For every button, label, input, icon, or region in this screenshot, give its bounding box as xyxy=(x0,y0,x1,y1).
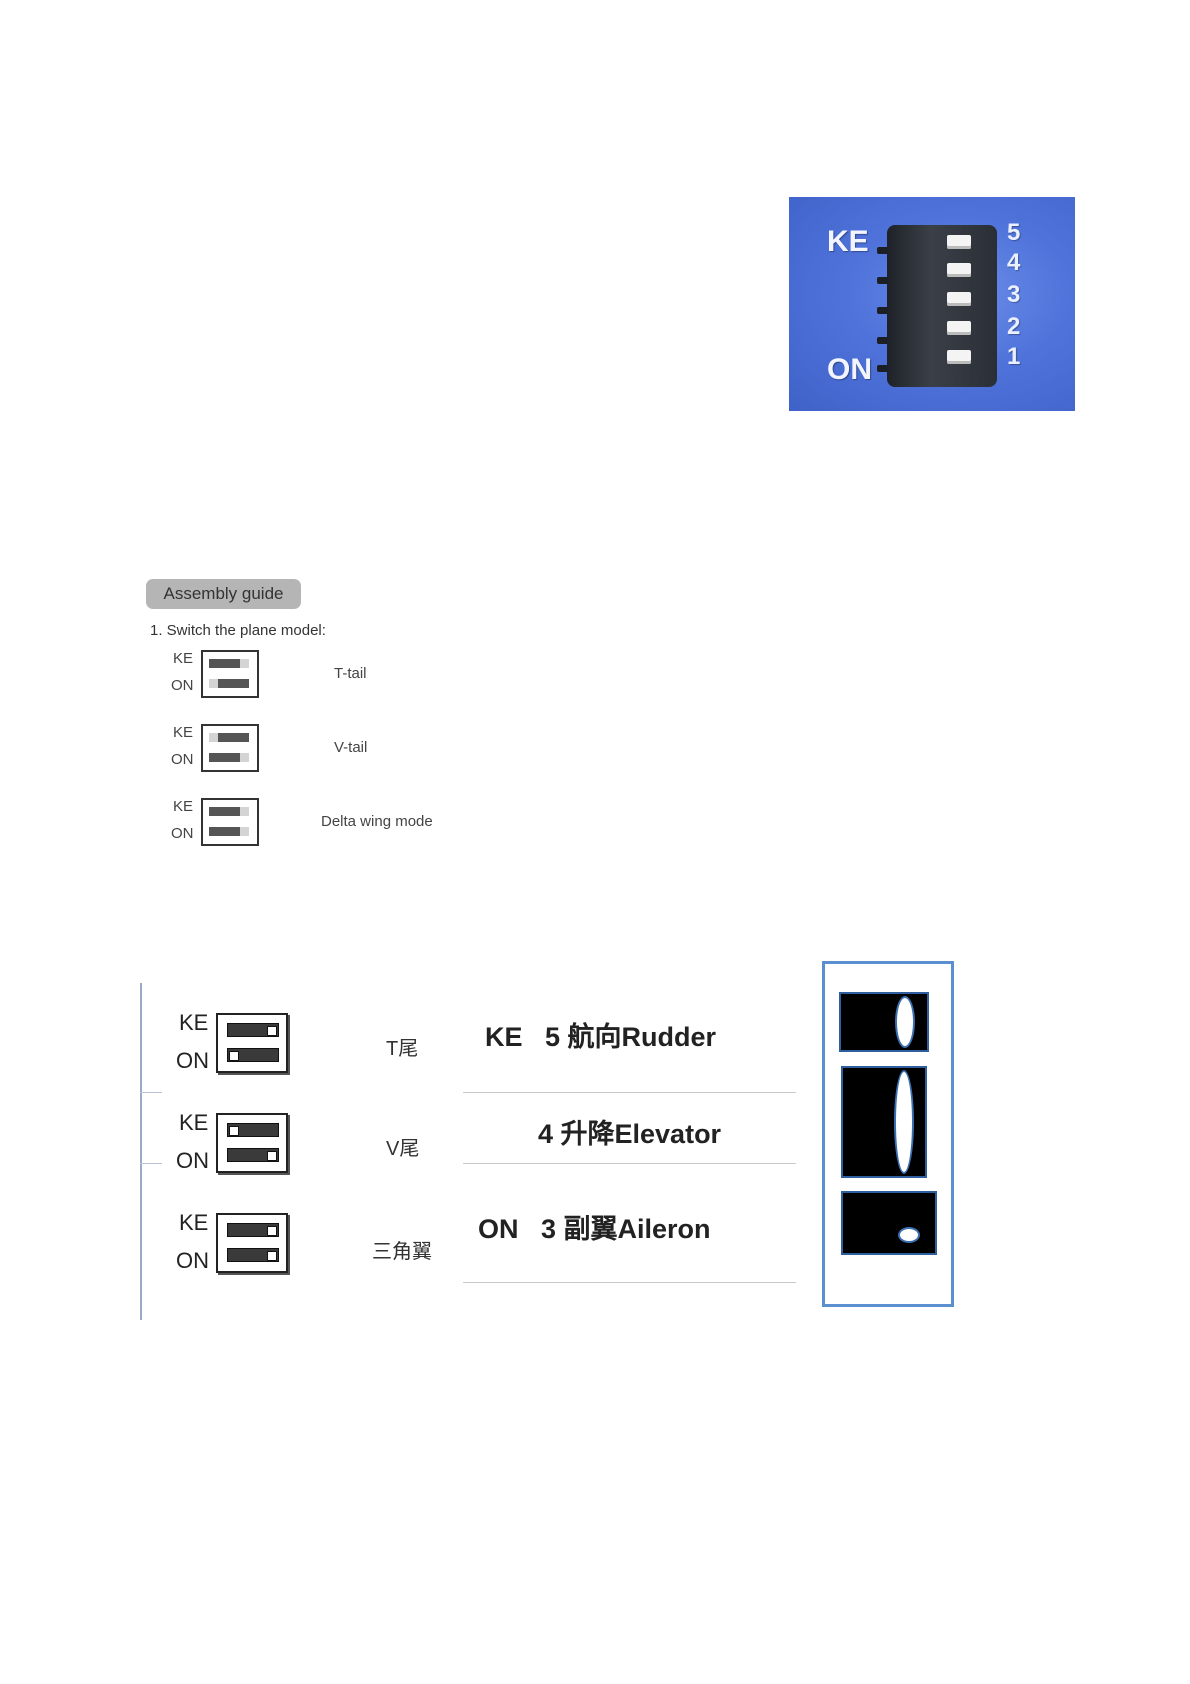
on-label: ON xyxy=(171,677,194,694)
mode-caption: 三角翼 xyxy=(372,1235,432,1264)
assembly-step-heading: 1. Switch the plane model: xyxy=(150,622,326,639)
dip-switch-photo: KE ON 5 4 3 2 1 xyxy=(789,197,1075,411)
ke-label: KE xyxy=(173,650,193,667)
ke-label: KE xyxy=(179,1210,208,1236)
ke-label: KE xyxy=(173,798,193,815)
mode-caption: Delta wing mode xyxy=(321,813,433,830)
assembly-guide-tab: Assembly guide xyxy=(146,579,301,609)
dip-switch-icon xyxy=(201,724,259,772)
photo-ke-label: KE xyxy=(827,225,869,259)
mode-caption: V-tail xyxy=(334,739,367,756)
dip-switch-icon xyxy=(216,1113,288,1173)
function-text: 5 航向Rudder xyxy=(545,1022,716,1052)
switch-body xyxy=(887,225,997,387)
switch-toggle-4 xyxy=(947,263,971,277)
function-prefix: KE xyxy=(485,1022,523,1052)
switch-toggle-2 xyxy=(947,321,971,335)
function-prefix: ON xyxy=(478,1214,519,1244)
dip-switch-icon xyxy=(216,1213,288,1273)
diagram-left-rule xyxy=(140,983,142,1320)
guide-row-delta-wing: KE ON Delta wing mode xyxy=(168,798,468,853)
function-line-rudder: KE 5 航向Rudder xyxy=(485,1015,716,1054)
switch-number: 1 xyxy=(1007,343,1020,371)
oval-marker xyxy=(894,1070,914,1174)
on-label: ON xyxy=(176,1048,209,1074)
dip-switch-icon xyxy=(201,650,259,698)
ke-label: KE xyxy=(179,1010,208,1036)
rudder-block xyxy=(839,992,929,1052)
switch-number: 3 xyxy=(1007,281,1020,309)
function-text: 4 升降Elevator xyxy=(538,1119,721,1149)
mode-caption: T-tail xyxy=(334,665,367,682)
ke-label: KE xyxy=(179,1110,208,1136)
diagram-row-v-tail: KE ON V尾 xyxy=(174,1110,464,1190)
guide-row-t-tail: KE ON T-tail xyxy=(168,650,468,705)
switch-toggle-3 xyxy=(947,292,971,306)
photo-on-label: ON xyxy=(827,353,872,387)
function-divider xyxy=(463,1282,796,1283)
diagram-row-delta-wing: KE ON 三角翼 xyxy=(174,1210,464,1290)
function-line-elevator: 4 升降Elevator xyxy=(538,1112,721,1151)
switch-number: 5 xyxy=(1007,219,1020,247)
on-label: ON xyxy=(176,1248,209,1274)
row-divider-tick xyxy=(140,1092,162,1093)
dip-switch-icon xyxy=(216,1013,288,1073)
function-line-aileron: ON 3 副翼Aileron xyxy=(478,1207,711,1246)
oval-marker xyxy=(898,1227,920,1243)
switch-legend-frame xyxy=(822,961,954,1307)
on-label: ON xyxy=(176,1148,209,1174)
function-divider xyxy=(463,1092,796,1093)
diagram-row-t-tail: KE ON T尾 xyxy=(174,1010,464,1090)
function-text: 3 副翼Aileron xyxy=(541,1214,711,1244)
elevator-block xyxy=(841,1066,927,1178)
row-divider-tick xyxy=(140,1163,162,1164)
ke-label: KE xyxy=(173,724,193,741)
aileron-block xyxy=(841,1191,937,1255)
switch-number: 4 xyxy=(1007,249,1020,277)
on-label: ON xyxy=(171,825,194,842)
switch-number: 2 xyxy=(1007,313,1020,341)
oval-marker xyxy=(895,996,915,1048)
switch-toggle-5 xyxy=(947,235,971,249)
guide-row-v-tail: KE ON V-tail xyxy=(168,724,468,779)
dip-switch-icon xyxy=(201,798,259,846)
mode-caption: V尾 xyxy=(386,1132,419,1161)
mode-caption: T尾 xyxy=(386,1032,418,1061)
function-divider xyxy=(463,1163,796,1164)
on-label: ON xyxy=(171,751,194,768)
switch-toggle-1 xyxy=(947,350,971,364)
